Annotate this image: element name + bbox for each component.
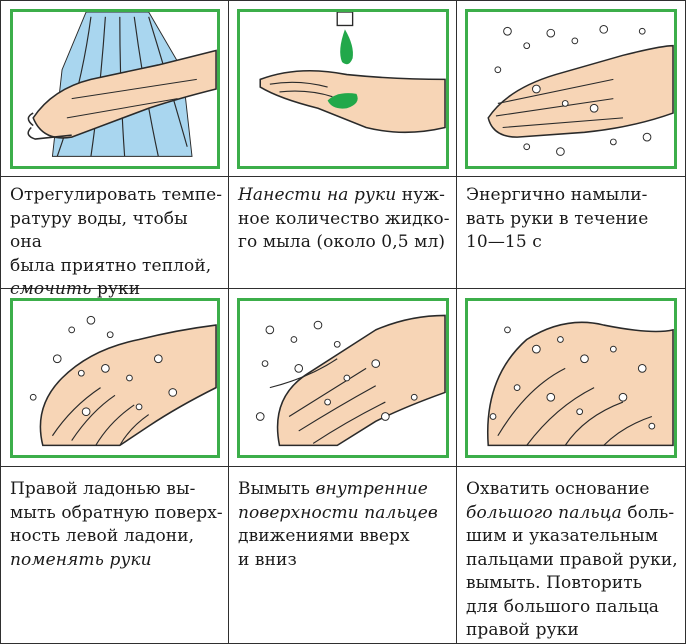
step-1-caption-line: смочить руки xyxy=(10,278,224,302)
caption-text: ратуру воды, чтобы она xyxy=(10,208,188,253)
interlaced-fingers-icon xyxy=(255,314,446,447)
caption-text: 10—15 с xyxy=(466,232,542,252)
step-6-caption-line: пальцами правой руки, xyxy=(466,549,680,573)
caption-text: шим и указательным xyxy=(466,526,659,546)
caption-emphasis: поменять руки xyxy=(10,549,152,570)
caption-text: руки xyxy=(91,279,141,299)
step-2-caption: Нанести на руки нуж- ное количество жидк… xyxy=(238,184,452,255)
caption-emphasis: поверхности пальцев xyxy=(238,502,438,523)
column-divider-2 xyxy=(456,0,457,644)
hands-under-running-water-icon xyxy=(27,12,217,157)
step-5-caption: Вымыть внутренние поверхности пальцев дв… xyxy=(238,478,452,572)
step-1-caption-line: была приятно теплой, xyxy=(10,255,224,279)
step-2-illustration xyxy=(237,9,449,169)
row-divider-3 xyxy=(0,466,686,467)
step-5-caption-line: Вымыть внутренние xyxy=(238,478,452,502)
palm-over-back-of-hand-icon xyxy=(29,315,217,447)
caption-text: Отрегулировать темпе- xyxy=(10,185,223,205)
step-6-caption-line: правой руки xyxy=(466,619,680,643)
column-divider-1 xyxy=(228,0,229,644)
caption-emphasis: внутренние xyxy=(315,479,428,499)
step-5-caption-line: движениями вверх xyxy=(238,525,452,549)
step-3-illustration xyxy=(465,9,677,169)
step-1-caption-line: Отрегулировать темпе- xyxy=(10,184,224,208)
step-6-caption-line: большого пальца боль- xyxy=(466,502,680,526)
step-5-caption-line: поверхности пальцев xyxy=(238,502,452,526)
step-2-caption-line: ное количество жидко- xyxy=(238,208,452,232)
caption-emphasis: смочить xyxy=(10,279,92,299)
caption-text: была приятно теплой, xyxy=(10,255,212,276)
row-divider-1 xyxy=(0,176,686,177)
caption-text: нуж- xyxy=(396,185,445,205)
step-1-illustration xyxy=(10,9,220,169)
caption-text: ность левой ладони, xyxy=(10,526,195,546)
step-6-caption: Охватить основание большого пальца боль-… xyxy=(466,478,680,643)
table-border-top xyxy=(0,0,686,1)
step-1-caption: Отрегулировать темпе- ратуру воды, чтобы… xyxy=(10,184,224,302)
caption-text: вымыть. Повторить xyxy=(466,573,643,593)
step-4-caption-line: ность левой ладони, xyxy=(10,525,224,549)
thumb-rotation-wash-icon xyxy=(486,321,674,447)
table-border-left xyxy=(0,0,1,644)
step-6-caption-line: вымыть. Повторить xyxy=(466,572,680,596)
caption-text: движениями вверх xyxy=(238,526,410,546)
caption-text: Правой ладонью вы- xyxy=(10,479,196,499)
step-5-illustration xyxy=(237,298,449,458)
step-3-caption-line: вать руки в течение xyxy=(466,208,680,232)
caption-emphasis: Нанести на руки xyxy=(238,185,397,205)
step-5-caption-line: и вниз xyxy=(238,549,452,573)
liquid-soap-drop-on-palm-icon xyxy=(259,12,446,134)
step-3-caption-line: 10—15 с xyxy=(466,231,680,255)
caption-text: го мыла (около 0,5 мл) xyxy=(238,232,446,252)
step-6-illustration xyxy=(465,298,677,458)
soaping-hands-icon xyxy=(487,24,674,156)
step-2-caption-line: го мыла (около 0,5 мл) xyxy=(238,231,452,255)
step-4-caption: Правой ладонью вы- мыть обратную поверх-… xyxy=(10,478,224,572)
caption-text: ное количество жидко- xyxy=(238,208,450,229)
caption-text: Вымыть xyxy=(238,479,316,499)
step-6-caption-line: шим и указательным xyxy=(466,525,680,549)
caption-text: и вниз xyxy=(238,549,297,570)
step-6-caption-line: для большого пальца xyxy=(466,596,680,620)
caption-emphasis: большого пальца xyxy=(466,502,622,523)
step-4-caption-line: мыть обратную поверх- xyxy=(10,502,224,526)
caption-text: правой руки xyxy=(466,620,579,640)
step-4-caption-line: Правой ладонью вы- xyxy=(10,478,224,502)
caption-text: боль- xyxy=(621,502,675,523)
step-4-illustration xyxy=(10,298,220,458)
caption-text: Охватить основание xyxy=(466,479,650,499)
step-6-caption-line: Охватить основание xyxy=(466,478,680,502)
step-3-caption: Энергично намыли- вать руки в течение 10… xyxy=(466,184,680,255)
row-divider-2 xyxy=(0,288,686,289)
caption-text: мыть обратную поверх- xyxy=(10,502,223,523)
step-2-caption-line: Нанести на руки нуж- xyxy=(238,184,452,208)
caption-text: для большого пальца xyxy=(466,596,659,617)
caption-text: пальцами правой руки, xyxy=(466,549,678,570)
step-1-caption-line: ратуру воды, чтобы она xyxy=(10,208,224,255)
caption-text: Энергично намыли- xyxy=(466,185,648,205)
caption-text: вать руки в течение xyxy=(466,208,649,229)
step-3-caption-line: Энергично намыли- xyxy=(466,184,680,208)
step-4-caption-line: поменять руки xyxy=(10,549,224,573)
